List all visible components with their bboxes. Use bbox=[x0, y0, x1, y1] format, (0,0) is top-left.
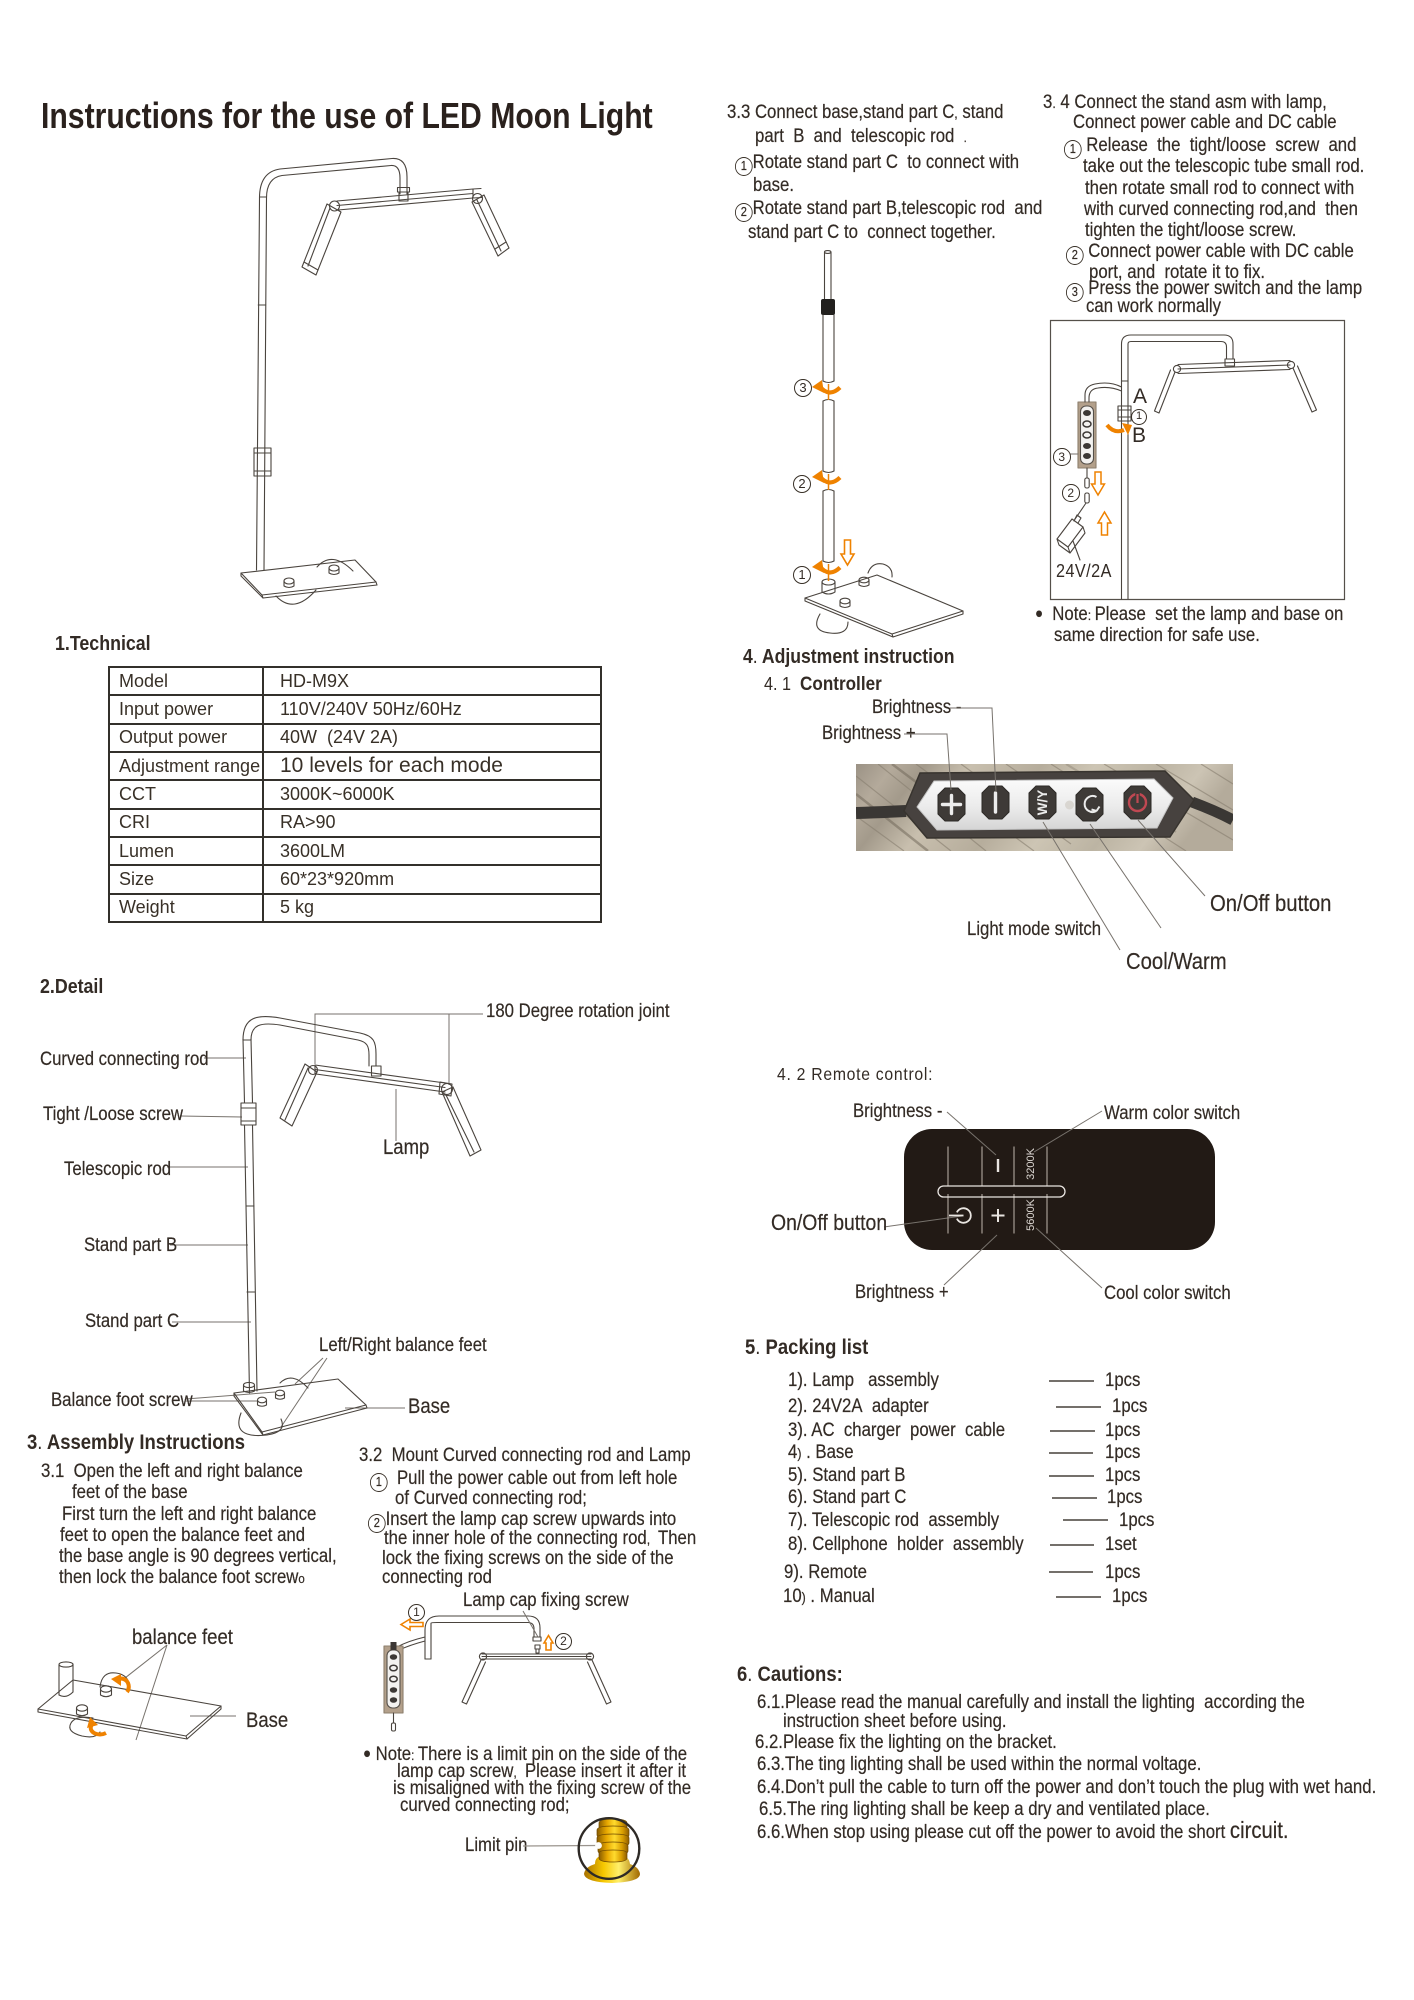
svg-text:3200K: 3200K bbox=[1025, 1147, 1037, 1179]
svg-text:W/Y: W/Y bbox=[1035, 790, 1050, 816]
svg-text:5600K: 5600K bbox=[1025, 1198, 1037, 1230]
